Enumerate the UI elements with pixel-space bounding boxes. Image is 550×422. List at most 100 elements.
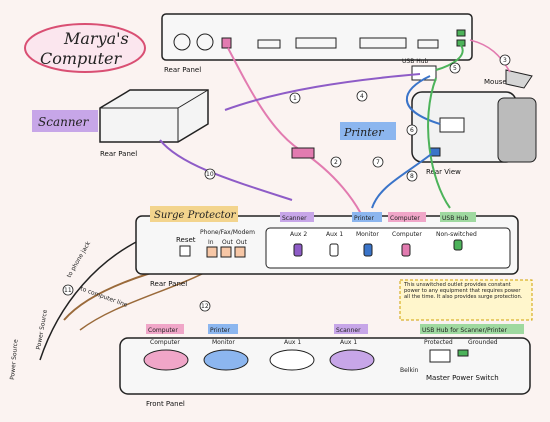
front-switch-monitor[interactable] [203, 349, 249, 371]
surge-rear-panel-label: Rear Panel [150, 280, 187, 288]
side-label-phone-line: to phone jack [66, 240, 93, 279]
printer-front [497, 97, 537, 163]
cable-number-marker: 11 [62, 284, 74, 296]
computer-fan-2 [196, 33, 214, 51]
front-label-bg-printer [208, 324, 238, 334]
computer-rear-panel-label: Rear Panel [164, 66, 201, 74]
front-sub-label-aux1a: Aux 1 [284, 339, 301, 346]
title-line1: Marya's [63, 29, 129, 48]
front-sub-label-aux1b: Aux 1 [340, 339, 357, 346]
svg-text:3: 3 [503, 57, 507, 64]
top-label-usb: USB Hub [442, 215, 469, 222]
cable-number-marker: 2 [330, 156, 342, 168]
cable-number-marker: 6 [406, 124, 418, 136]
outlet-monitor [363, 243, 373, 257]
top-label-scanner: Scanner [282, 215, 307, 222]
svg-text:1: 1 [293, 95, 297, 102]
front-label-usb: USB Hub for Scanner/Printer [422, 327, 507, 334]
scanner-title: Scanner [38, 115, 90, 129]
scanner-box [99, 89, 209, 143]
top-label-bg-computer [388, 212, 426, 222]
front-label-printer: Printer [210, 327, 230, 334]
front-sub-label-computer: Computer [150, 339, 180, 346]
front-label-bg-computer [146, 324, 184, 334]
top-label-computer: Computer [390, 215, 420, 222]
cable-power-source [39, 239, 141, 361]
front-switch-computer[interactable] [143, 349, 189, 371]
unswitched-note-bg [399, 279, 533, 321]
cable-usb-scanner [224, 73, 421, 111]
surge-phone-jack-in [206, 246, 218, 258]
scanner-title-bg [32, 110, 98, 132]
front-switch-aux1b[interactable] [329, 349, 375, 371]
front-label-computer: Computer [148, 327, 178, 334]
surge-out-label-2: Out [236, 239, 248, 246]
title-bubble [24, 23, 146, 73]
top-label-printer: Printer [354, 215, 374, 222]
side-label-to-computer: to computer line [79, 285, 128, 309]
surge-reset-button[interactable] [179, 245, 191, 257]
svg-text:6: 6 [410, 127, 414, 134]
surge-in-label: In [208, 239, 214, 246]
usb-hub-label: USB Hub [402, 58, 429, 65]
svg-text:10: 10 [206, 171, 214, 178]
side-label-power-source: Power Source [35, 309, 49, 351]
computer-power-port [221, 37, 232, 49]
cable-number-marker: 7 [372, 156, 384, 168]
front-sub-label-monitor: Monitor [212, 339, 235, 346]
svg-text:4: 4 [360, 93, 364, 100]
cable-hub-power [427, 77, 451, 209]
surge-out-label-1: Out [222, 239, 234, 246]
svg-text:11: 11 [64, 287, 72, 294]
cable-number-marker: 5 [449, 62, 461, 74]
front-sub-label-grounded: Grounded [468, 339, 498, 346]
cable-number-marker: 12 [199, 300, 211, 312]
unswitched-note: This unswitched outlet provides constant… [404, 282, 522, 300]
front-switch-aux1a[interactable] [269, 349, 315, 371]
mouse-label: Mouse [484, 78, 507, 86]
master-switch-label: Master Power Switch [426, 374, 499, 382]
cable-number-marker: 10 [204, 168, 216, 180]
master-power-switch-button[interactable] [429, 349, 451, 363]
surge-title: Surge Protector [154, 210, 237, 221]
cable-mouse [469, 39, 511, 73]
printer-title: Printer [343, 126, 384, 139]
computer-parallel-port [295, 37, 337, 49]
front-label-scanner: Scanner [336, 327, 361, 334]
outlet-label-aux2: Aux 2 [290, 231, 307, 238]
computer-serial-port [257, 39, 281, 49]
front-label-bg-usb [420, 324, 524, 334]
cable-number-marker: 1 [289, 92, 301, 104]
printer-rear-view-label: Rear View [426, 168, 461, 176]
surge-reset-label: Reset [176, 236, 196, 244]
brand-label: Belkin [400, 367, 419, 374]
front-sub-label-protected: Protected [424, 339, 453, 346]
outlet-aux2 [293, 243, 303, 257]
top-label-bg-usb [440, 212, 476, 222]
cable-adapter [291, 147, 315, 159]
top-label-bg-printer [352, 212, 382, 222]
side-label-power-source-2: Power Source [9, 339, 20, 380]
outlet-label-nonswitched: Non-switched [436, 231, 477, 238]
svg-text:5: 5 [453, 65, 457, 72]
cable-number-marker: 8 [406, 170, 418, 182]
cable-scanner-power [159, 139, 293, 201]
mouse-shape [505, 69, 533, 89]
outlet-computer [401, 243, 411, 257]
top-label-bg-scanner [280, 212, 314, 222]
cable-number-marker: 4 [356, 90, 368, 102]
surge-outlet-panel [265, 227, 511, 269]
front-label-bg-scanner [334, 324, 368, 334]
cable-computer-power [227, 47, 373, 241]
svg-text:12: 12 [201, 303, 209, 310]
outlet-label-computer: Computer [392, 231, 422, 238]
svg-text:2: 2 [334, 159, 338, 166]
title-line2: Computer [40, 49, 122, 68]
printer-title-bg [340, 122, 396, 140]
scanner-edge-2 [177, 89, 209, 109]
computer-fan-1 [173, 33, 191, 51]
scanner-rear-panel-label: Rear Panel [100, 150, 137, 158]
cable-number-marker: 3 [499, 54, 511, 66]
